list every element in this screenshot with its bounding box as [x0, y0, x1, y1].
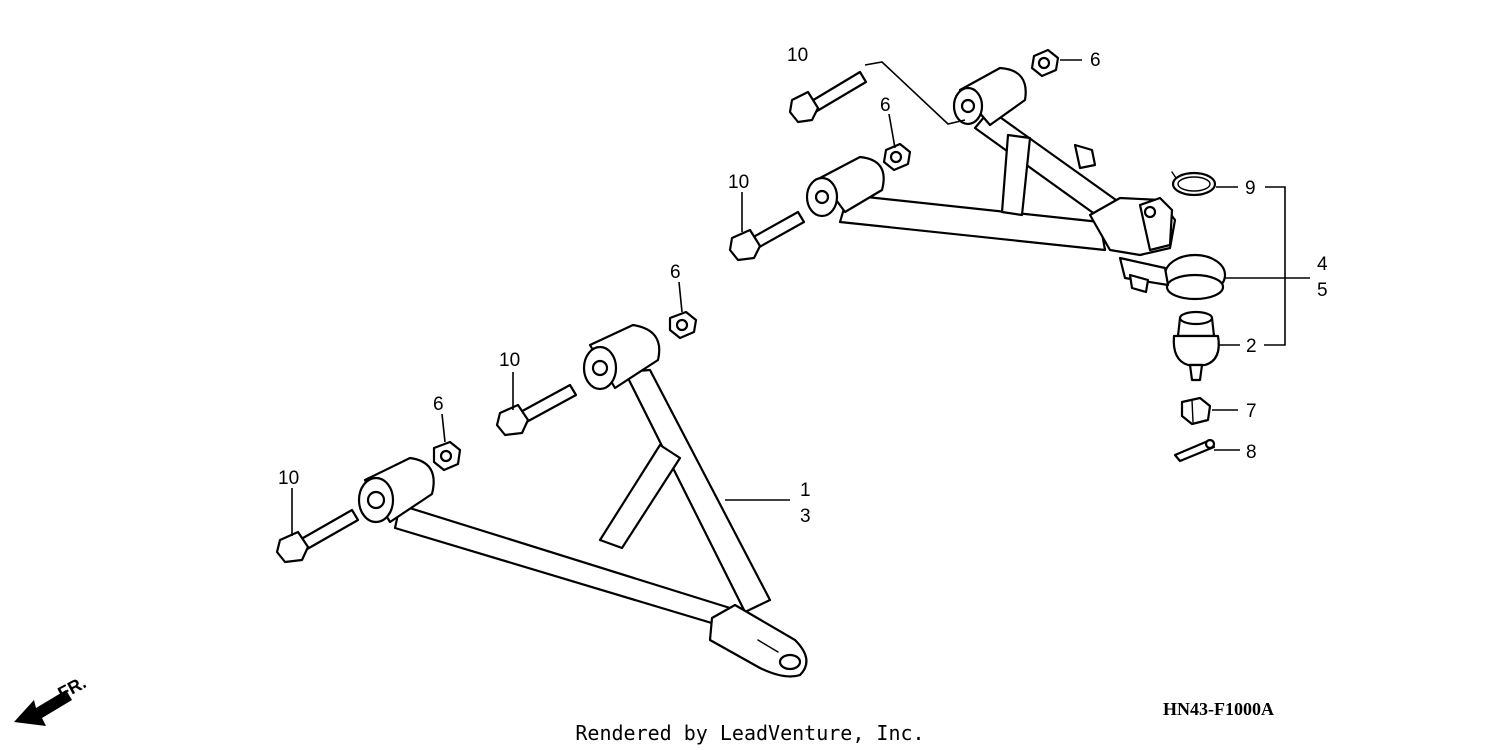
diagram-code: HN43-F1000A — [1163, 699, 1274, 719]
callout-3: 3 — [800, 506, 811, 527]
nut-lower-rear[interactable] — [668, 310, 698, 340]
bolt-lower-front[interactable] — [275, 508, 360, 564]
callout-2: 2 — [1246, 336, 1257, 357]
callout-10-upper-rear: 10 — [787, 45, 808, 66]
castle-nut[interactable] — [1180, 396, 1212, 426]
callout-4: 4 — [1317, 254, 1328, 275]
circlip[interactable] — [1171, 171, 1217, 197]
credit-text: Rendered by LeadVenture, Inc. — [575, 721, 924, 745]
lower-arm[interactable] — [357, 323, 808, 678]
nut-lower-front[interactable] — [432, 440, 462, 472]
ball-joint[interactable] — [1172, 310, 1220, 382]
leader-lines — [291, 59, 1310, 536]
bolt-lower-rear[interactable] — [495, 383, 578, 437]
callout-6-lower-front: 6 — [433, 394, 444, 415]
upper-arm[interactable] — [805, 66, 1227, 301]
callout-6-upper-front: 6 — [880, 95, 891, 116]
callout-6-lower-rear: 6 — [670, 262, 681, 283]
callout-10-lower-rear: 10 — [499, 350, 520, 371]
nut-upper-rear[interactable] — [1030, 48, 1060, 78]
arrow-icon — [14, 690, 72, 726]
front-direction-arrow: FR. — [14, 672, 89, 726]
bolt-upper-rear[interactable] — [788, 70, 868, 124]
cotter-pin[interactable] — [1173, 438, 1216, 463]
callout-10-upper-front: 10 — [728, 172, 749, 193]
callout-8: 8 — [1246, 442, 1257, 463]
callout-1: 1 — [800, 480, 811, 501]
bolt-upper-front[interactable] — [728, 210, 806, 262]
callout-7: 7 — [1246, 401, 1257, 422]
callout-10-lower-front: 10 — [278, 468, 299, 489]
callout-9: 9 — [1245, 178, 1256, 199]
callouts: 10 6 6 10 9 4 5 2 6 10 6 10 1 3 7 8 — [278, 45, 1328, 527]
callout-6-upper-rear: 6 — [1090, 50, 1101, 71]
callout-5: 5 — [1317, 280, 1328, 301]
nut-upper-front[interactable] — [882, 142, 912, 172]
